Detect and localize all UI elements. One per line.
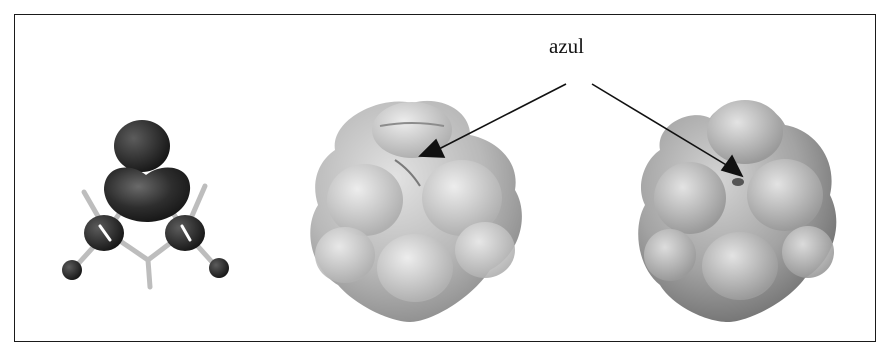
electrostatic-potential-surface-a — [310, 101, 522, 322]
electrostatic-potential-surface-b — [638, 100, 836, 322]
molecular-orbital-model — [62, 120, 229, 287]
annotation-label: azul — [549, 36, 584, 57]
